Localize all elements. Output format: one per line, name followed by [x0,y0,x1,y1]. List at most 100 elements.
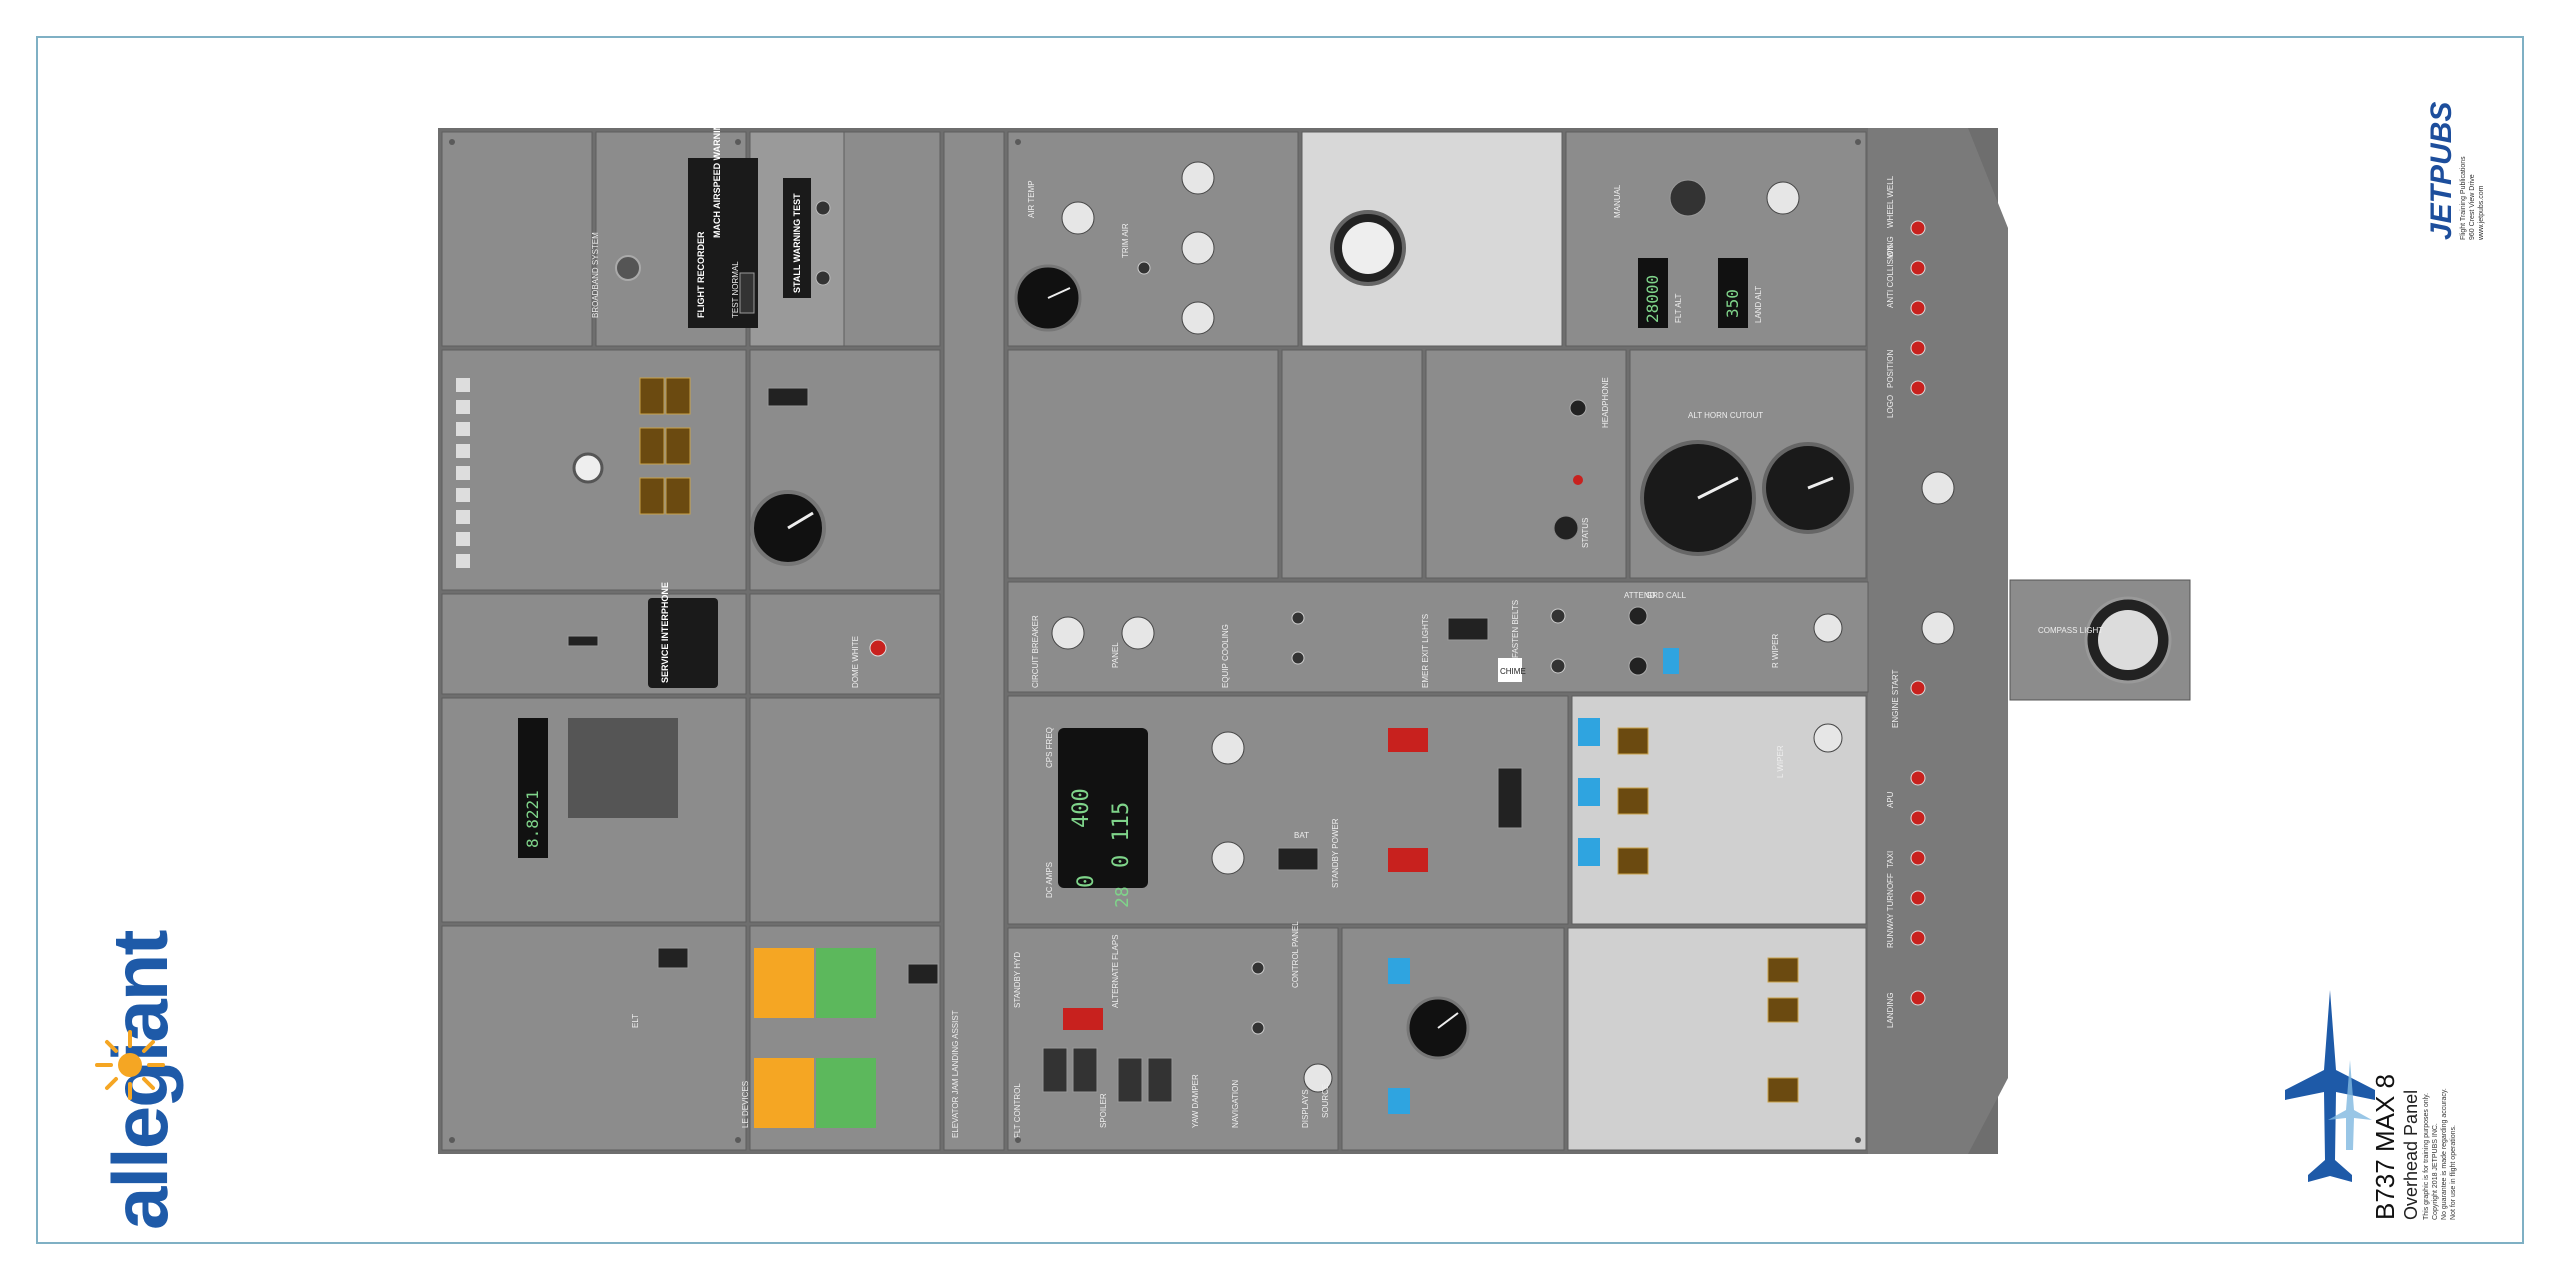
fasten-belts-label: FASTEN BELTS [1511,600,1520,658]
anti-ice-lights [1767,957,1799,1103]
dome-white-label: DOME WHITE [851,636,860,688]
flight-recorder-label: FLIGHT RECORDER [696,231,706,318]
test-normal-label: TEST NORMAL [731,261,740,318]
landing-label: LANDING [1886,992,1895,1028]
standby-power-guard-lower[interactable] [1388,848,1428,872]
r-wiper-knob[interactable] [1813,613,1843,643]
navigation-label: NAVIGATION [1231,1080,1240,1128]
elt-switch[interactable] [657,947,689,969]
pressurization-mode-knob[interactable] [1766,181,1800,215]
flt-control-b-switch[interactable] [1072,1047,1098,1093]
flt-control-label: FLT CONTROL [1013,1083,1022,1138]
fuel-pump-lights [1578,718,1649,875]
headphone-label: HEADPHONE [1601,377,1610,428]
headphone-jack[interactable] [1569,399,1587,417]
le-devices-label: LE DEVICES [741,1081,750,1128]
spoiler-a-switch[interactable] [1117,1057,1143,1103]
outflow-valve-gauge [1669,179,1707,217]
air-temp-selector[interactable] [1061,201,1095,235]
elevator-jam-switch[interactable] [907,963,939,985]
service-interphone-switch[interactable] [567,635,599,647]
source-label: SOURCE [1321,1084,1330,1118]
attend-button[interactable] [1628,606,1648,626]
publisher-fine-1: 960 Crest View Drive [2469,174,2476,240]
equip-cooling-supply-switch[interactable] [1291,611,1305,625]
dc-amps-readout: 0 [1074,875,1099,888]
engine-start-1-knob[interactable] [1921,471,1955,505]
le-devices-panel-lower [754,1058,814,1128]
air-temp-label: AIR TEMP [1027,180,1036,218]
model-title: B737 MAX 8 [2370,1074,2400,1220]
service-interphone-label: SERVICE INTERPHONE [660,582,670,683]
grd-call-button[interactable] [1628,656,1648,676]
manual-label: MANUAL [1613,184,1622,218]
allegiant-logo: allegiant [95,932,185,1230]
right-column-switches [1910,220,1926,1006]
cps-freq-label: CPS FREQ [1045,727,1054,768]
flt-control-a-switch[interactable] [1042,1047,1068,1093]
l-wiper-knob[interactable] [1813,723,1843,753]
elt-label: ELT [631,1014,640,1028]
call-light [1663,648,1679,674]
publisher-fine-2: www.jetpubs.com [2478,185,2485,240]
circuit-breaker-knob[interactable] [1051,616,1085,650]
radio-display [518,718,548,858]
panel-knob[interactable] [1121,616,1155,650]
selector-knob[interactable] [572,452,604,484]
emer-exit-lights-switch[interactable] [1447,617,1489,641]
flt-alt-display [1638,258,1668,328]
dc-volts-readout: 28 [1112,886,1133,908]
fasten-belts-switch[interactable] [1550,608,1566,624]
dome-white-switch[interactable] [869,639,887,657]
trim-air-label: TRIM AIR [1121,223,1130,258]
source-knob[interactable] [1303,1063,1333,1093]
airplane-icon [2285,990,2375,1182]
position-label: POSITION [1886,350,1895,388]
equip-cooling-exhaust-switch[interactable] [1291,651,1305,665]
pass-oxygen-switch[interactable] [767,387,809,407]
flight-recorder-switch[interactable] [739,272,755,314]
model-fine-1: Copyright 2018 JETPUBS INC. [2432,1123,2439,1220]
crossfeed-valve[interactable] [1497,767,1523,829]
overhead-panel: COMPASS LIGHT BROADBAND SYSTEM FLIGHT RE… [438,128,2198,1154]
model-fine-3: Not for use in flight operations. [2450,1125,2457,1220]
r-wiper-label: R WIPER [1771,634,1780,668]
temp-knob-3[interactable] [1181,301,1215,335]
standby-hyd-label: STANDBY HYD [1013,952,1022,1008]
dc-meters-selector[interactable] [1211,841,1245,875]
erase-button[interactable] [1573,475,1583,485]
irs-switch[interactable] [1251,1021,1265,1035]
taxi-label: TAXI [1886,851,1895,868]
model-subtitle: Overhead Panel [2401,1089,2421,1220]
circuit-breaker-label: CIRCUIT BREAKER [1031,615,1040,688]
page-frame [36,36,2524,1244]
ac-meters-selector[interactable] [1211,731,1245,765]
battery-switch[interactable] [1277,847,1319,871]
cps-freq-readout: 400 [1069,788,1094,828]
compass-light-label: COMPASS LIGHT [2038,626,2103,635]
model-fine-0: This graphic is for training purposes on… [2423,1092,2430,1220]
panel-label: PANEL [1111,642,1120,668]
trim-air-switch[interactable] [1137,261,1151,275]
publisher-name: JETPUBS [2425,101,2458,240]
temp-knob-2[interactable] [1181,231,1215,265]
radio-readout: 8.8221 [523,790,542,848]
chime-switch[interactable] [1550,658,1566,674]
vhf-nav-switch[interactable] [1251,961,1265,975]
apu-label: APU [1886,791,1895,808]
sun-icon [95,1030,165,1100]
spoiler-b-switch[interactable] [1147,1057,1173,1103]
keypad [568,718,678,818]
test-button[interactable] [1553,515,1579,541]
flt-alt-label: FLT ALT [1674,294,1683,323]
engine-start-2-knob[interactable] [1921,611,1955,645]
alternate-flaps-label: ALTERNATE FLAPS [1111,935,1120,1009]
broadband-knob[interactable] [615,255,641,281]
alternate-flaps-guard[interactable] [1063,1008,1103,1030]
stall-test-1-button[interactable] [815,200,831,216]
temp-knob-1[interactable] [1181,161,1215,195]
chime-panel [1498,658,1522,682]
stall-test-2-button[interactable] [815,270,831,286]
standby-power-guard-upper[interactable] [1388,728,1428,752]
standby-power-label: STANDBY POWER [1331,818,1340,888]
